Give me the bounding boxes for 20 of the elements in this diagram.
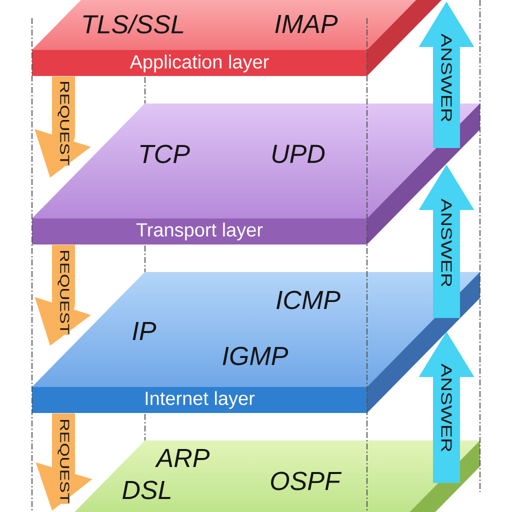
protocol-label: IGMP xyxy=(222,346,288,366)
protocol-label: TLS/SSL xyxy=(83,14,184,34)
protocol-label: IMAP xyxy=(275,15,338,33)
protocol-label: OSPF xyxy=(271,472,342,490)
layer-name: Application layer xyxy=(130,54,269,72)
edge-label: REQUEST xyxy=(57,80,70,166)
layer-name: Transport layer xyxy=(136,222,263,240)
protocol-label: ICMP xyxy=(276,290,340,310)
edge-label: REQUEST xyxy=(57,249,70,335)
protocol-label: IP xyxy=(132,322,156,340)
edge-label: ANSWER xyxy=(440,363,452,453)
protocol-label: DSL xyxy=(122,480,170,500)
edge-label: REQUEST xyxy=(57,418,70,504)
protocol-label: UPD xyxy=(272,144,325,164)
edge-label: ANSWER xyxy=(440,33,452,123)
layer-slab xyxy=(32,0,442,76)
layer-name: Internet layer xyxy=(146,391,255,409)
protocol-label: TCP xyxy=(140,144,190,164)
edge-label: ANSWER xyxy=(440,198,452,288)
protocol-label: ARP xyxy=(154,449,210,467)
